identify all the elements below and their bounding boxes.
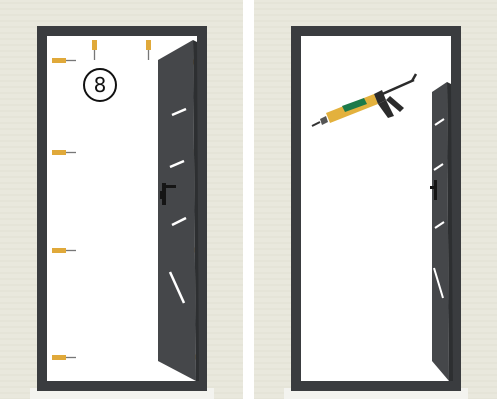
door-opening xyxy=(301,36,451,381)
door-installation-screws-drawing xyxy=(0,0,243,399)
open-door-leaf-icon xyxy=(158,40,199,381)
step-number-label: 8 xyxy=(94,73,107,97)
open-door-leaf-icon xyxy=(432,82,453,381)
door-installation-sealant-drawing xyxy=(254,0,497,399)
step-number-badge: 8 xyxy=(83,68,117,102)
step-8-illustration: 8 xyxy=(0,0,243,399)
sealant-illustration xyxy=(254,0,497,399)
